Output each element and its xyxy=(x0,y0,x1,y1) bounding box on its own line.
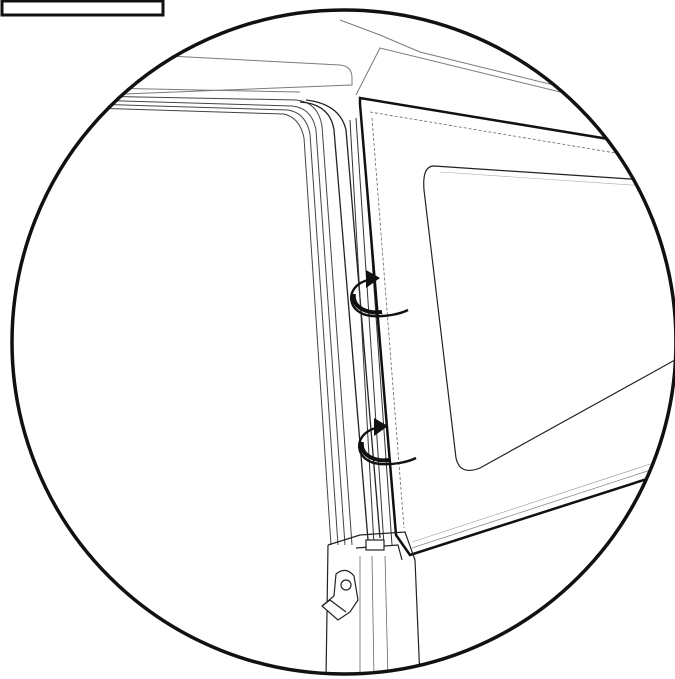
roof-rail xyxy=(99,19,675,121)
door-frame-seal xyxy=(89,95,381,546)
hinge-bracket xyxy=(321,531,421,674)
curved-rotate-arrow xyxy=(358,418,417,466)
magnified-detail xyxy=(89,19,675,674)
window-panel xyxy=(358,96,675,557)
curved-rotate-arrow xyxy=(350,270,409,318)
window-glass xyxy=(423,165,675,471)
blank-label-box xyxy=(0,0,165,17)
magnifier-circle xyxy=(10,8,675,676)
